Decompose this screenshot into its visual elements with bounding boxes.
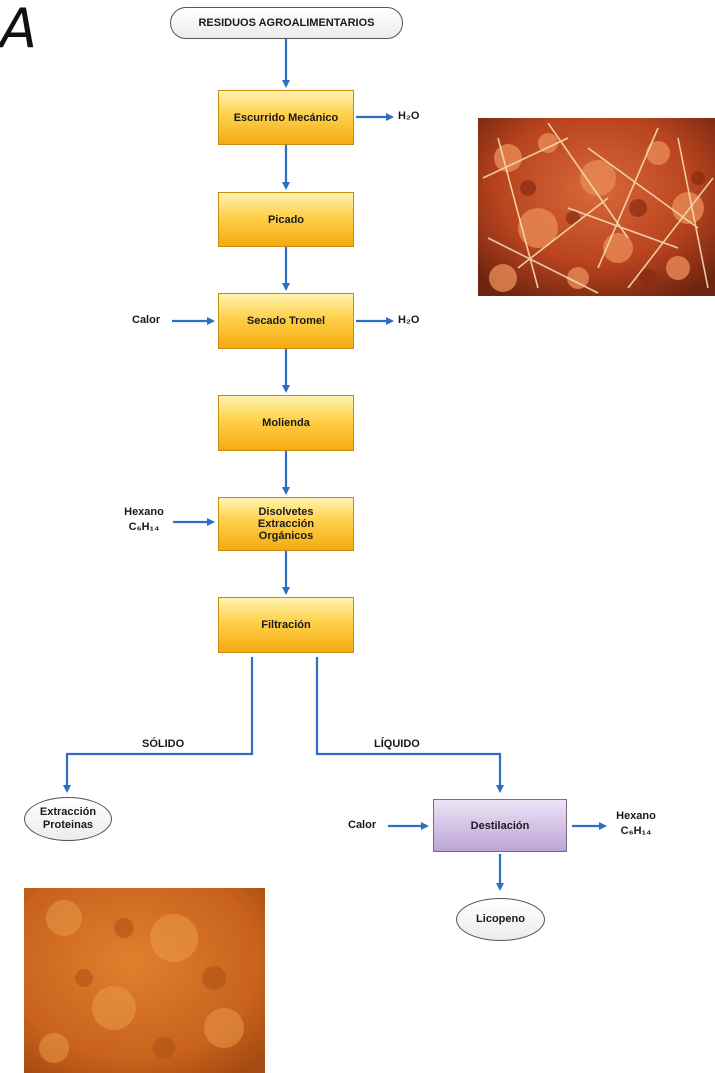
step-escurrido: Escurrido Mecánico	[218, 90, 354, 145]
hexano-out-name: Hexano	[616, 810, 656, 822]
hexano-in-name: Hexano	[124, 506, 164, 518]
label-calor-secado: Calor	[132, 314, 161, 326]
step-disolventes: Disolvetes Extracción Orgánicos	[218, 497, 354, 551]
output-licopeno: Licopeno	[456, 898, 545, 941]
step-secado: Secado Tromel	[218, 293, 354, 349]
label-calor-destilacion: Calor	[348, 819, 377, 831]
step-molienda: Molienda	[218, 395, 354, 451]
label-h2o-secado: H₂O	[398, 314, 420, 326]
step-destilacion: Destilación	[433, 799, 567, 852]
proteinas-line-2: Proteinas	[42, 819, 94, 831]
hexano-out-formula: C₆H₁₄	[620, 825, 652, 837]
disolventes-line-1: Disolvetes	[258, 506, 314, 518]
tomato-fiber-photo	[478, 118, 715, 296]
branch-label-solido: SÓLIDO	[142, 738, 185, 750]
label-hexano-out: Hexano C₆H₁₄	[608, 810, 664, 837]
lycopene-powder-photo	[24, 888, 265, 1073]
output-proteinas: Extracción Proteinas	[24, 797, 112, 841]
label-h2o-escurrido: H₂O	[398, 110, 420, 122]
disolventes-line-3: Orgánicos	[258, 530, 314, 542]
label-hexano-in: Hexano C₆H₁₄	[116, 506, 172, 533]
disolventes-line-2: Extracción	[257, 518, 315, 530]
step-picado: Picado	[218, 192, 354, 247]
panel-letter: A	[0, 0, 37, 60]
hexano-in-formula: C₆H₁₄	[128, 521, 160, 533]
branch-label-liquido: LÍQUIDO	[374, 738, 420, 750]
start-node: RESIDUOS AGROALIMENTARIOS	[170, 7, 403, 39]
proteinas-line-1: Extracción	[39, 806, 97, 818]
step-filtracion: Filtración	[218, 597, 354, 653]
